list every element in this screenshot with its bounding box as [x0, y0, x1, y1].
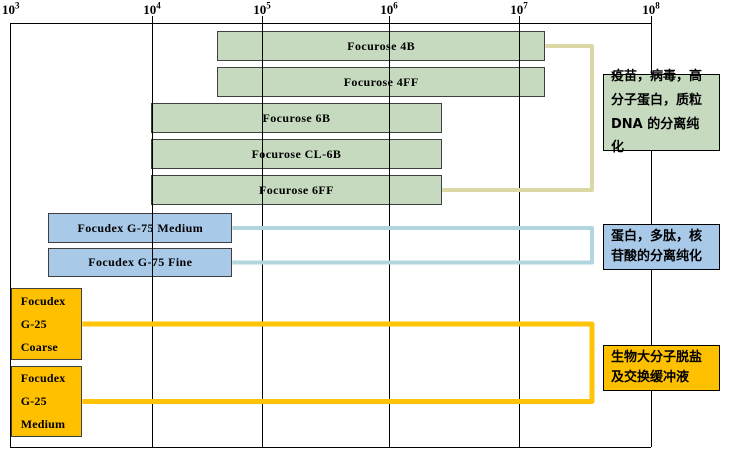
bar-focudex-g-75-fine: Focudex G-75 Fine: [48, 248, 233, 277]
bar-focurose-4b: Focurose 4B: [216, 31, 546, 61]
tick-label-10e3: 103: [2, 0, 20, 17]
bar-label: Focudex: [20, 371, 66, 385]
bar-label: Focurose 6B: [262, 110, 331, 125]
tick-label-10e5: 105: [253, 0, 271, 17]
bar-focurose-cl-6b: Focurose CL-6B: [150, 139, 443, 169]
bar-focurose-4ff: Focurose 4FF: [216, 67, 546, 97]
gridline-10e3: [10, 23, 11, 447]
bar-label: G-25: [20, 316, 47, 331]
tick-label-10e8: 108: [642, 0, 660, 17]
gridline-10e5: [262, 23, 263, 447]
tick-exponent: 8: [655, 0, 660, 11]
connector-focudex-g75: [232, 226, 594, 265]
tick-label-10e7: 107: [510, 0, 528, 17]
annotation-box-focudex-g75: 蛋白，多肽，核 苷酸的分离纯化: [603, 224, 720, 270]
x-axis-top-line: [10, 23, 651, 24]
gridline-10e4: [152, 23, 153, 447]
tick-label-10e6: 106: [380, 0, 398, 17]
bar-label: Focurose CL-6B: [251, 146, 342, 161]
annotation-box-focudex-g25: 生物大分子脱盐 及交换缓冲液: [603, 345, 720, 391]
gridline-10e7: [519, 23, 520, 447]
bar-label: Coarse: [20, 339, 58, 354]
tick-mark-10e4: [152, 16, 153, 23]
bar-label: Focurose 4B: [347, 38, 416, 53]
bar-focudex-g-75-medium: Focudex G-75 Medium: [48, 213, 233, 243]
x-axis-bottom-line: [10, 447, 651, 448]
bar-label: Focudex G-75 Medium: [77, 220, 204, 235]
bar-label: Focudex G-75 Fine: [88, 255, 193, 269]
bar-focurose-6ff: Focurose 6FF: [150, 175, 443, 205]
tick-exponent: 4: [156, 0, 161, 11]
tick-mark-10e6: [389, 16, 390, 23]
tick-label-10e4: 104: [143, 0, 161, 17]
tick-mark-10e5: [262, 16, 263, 23]
bar-label: G-25: [20, 394, 47, 408]
connector-focudex-g25: [82, 321, 595, 404]
tick-exponent: 7: [523, 0, 528, 11]
bar-label: Focurose 4FF: [343, 74, 419, 89]
bar-focurose-6b: Focurose 6B: [150, 103, 443, 133]
tick-exponent: 3: [15, 0, 20, 11]
bar-label: Medium: [20, 417, 66, 431]
tick-exponent: 5: [266, 0, 271, 11]
bar-label: Focudex: [20, 293, 66, 308]
tick-mark-10e7: [519, 16, 520, 23]
tick-exponent: 6: [393, 0, 398, 11]
bar-label: Focurose 6FF: [258, 182, 334, 197]
tick-mark-10e8: [651, 16, 652, 23]
annotation-box-focurose-agarose: 疫苗，病毒，高 分子蛋白，质粒 DNA 的分离纯化: [603, 69, 720, 155]
